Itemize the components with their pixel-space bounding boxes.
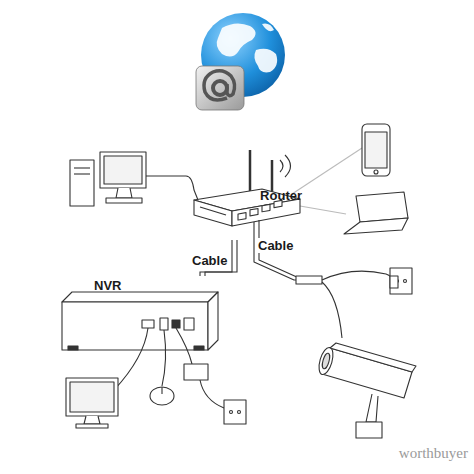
nvr-peripherals [114,328,224,408]
monitor [66,378,118,428]
watermark: worthbuyer [397,446,470,461]
device-node: NVR [58,276,220,358]
globe-icon [196,13,285,110]
power-adapter [184,364,246,424]
device-node: Router [172,188,302,240]
desktop-computer [70,152,198,206]
cable-label: Cable [256,238,295,253]
cable-label: Cable [190,253,229,268]
bullet-camera [316,343,416,438]
mouse [150,387,174,405]
device-label: Router [260,188,302,203]
camera-cable [254,220,412,338]
nvr-recorder [62,292,218,350]
laptop [344,192,408,234]
smartphone [362,124,390,176]
device-label: NVR [94,278,121,293]
